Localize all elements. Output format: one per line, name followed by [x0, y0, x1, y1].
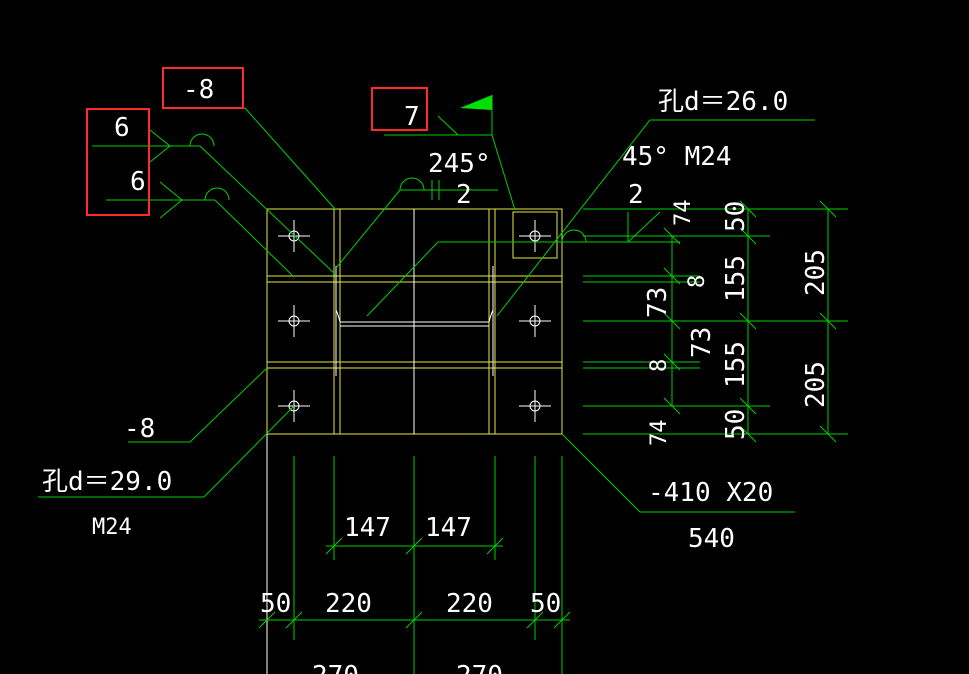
weld-flag [149, 129, 171, 163]
dim-bottom-147-left: 147 [344, 513, 391, 543]
leader-line [189, 367, 268, 443]
dim-right-205-bottom: 205 [801, 361, 831, 408]
weld-flag [437, 115, 459, 136]
weld-mark [627, 211, 661, 243]
dim-right-155-top: 155 [721, 255, 751, 302]
weld-size-6-bottom: 6 [130, 167, 146, 197]
plate-size-410x20: -410 X20 [648, 478, 773, 508]
highlight-weld-7 [371, 87, 428, 131]
bolt-hole [519, 390, 551, 422]
leader-line [244, 107, 337, 211]
dim-right-74-bottom: 74 [647, 420, 672, 447]
weld-size-6-top: 6 [114, 113, 130, 143]
dim-bottom-220-right: 220 [446, 589, 493, 619]
weld-circle [399, 177, 425, 191]
dim-right-50-top: 50 [721, 201, 751, 232]
highlight-weld-6 [86, 108, 150, 216]
dim-right-8-bottom: 8 [647, 359, 672, 372]
weld-size-2-mid: 2 [456, 180, 472, 210]
field-weld-flag [460, 95, 492, 110]
bolt-hole [278, 220, 310, 252]
weld-leader [214, 199, 293, 276]
dim-bottom-270-right: 270 [456, 661, 503, 674]
bolt-size-left: M24 [92, 515, 132, 540]
dim-right-8-top: 8 [685, 275, 710, 288]
bolt-hole [519, 220, 551, 252]
column-section [266, 209, 494, 674]
weld-leader [366, 241, 439, 317]
dim-bottom-220-left: 220 [325, 589, 372, 619]
weld-size-2-right: 2 [628, 180, 644, 210]
bolt-hole [519, 305, 551, 337]
dim-bottom-270-left: 270 [312, 661, 359, 674]
weld-leader [199, 145, 337, 276]
dim-right-74-top: 74 [671, 200, 696, 227]
small-rib-plate [512, 211, 558, 259]
annotations: 6 6 -8 7 245° 2 孔d＝26.0 45° M24 2 -8 孔d＝… [42, 75, 831, 674]
weld-leader [491, 134, 516, 211]
dim-right-205-top: 205 [801, 249, 831, 296]
weld-leader [335, 189, 401, 269]
angle-45-bolt: 45° M24 [622, 142, 732, 172]
dim-right-50-bottom: 50 [721, 409, 751, 440]
hole-diameter-26: 孔d＝26.0 [658, 87, 788, 117]
bottom-dimensions [258, 456, 571, 674]
weld-circle [189, 133, 215, 147]
dim-bottom-50-left: 50 [260, 589, 291, 619]
dim-right-73-bottom: 73 [687, 327, 717, 358]
bolt-hole [278, 305, 310, 337]
dim-bottom-147-right: 147 [425, 513, 472, 543]
weld-flag [159, 181, 183, 219]
plate-length-540: 540 [688, 524, 735, 554]
plate-thickness-left: -8 [124, 414, 155, 444]
dim-right-155-bottom: 155 [721, 341, 751, 388]
weld-angle-245: 245° [428, 149, 491, 179]
leader-line [561, 433, 641, 513]
weld-size-7: 7 [404, 102, 420, 132]
plate-thickness-top: -8 [183, 75, 214, 105]
leader-line [203, 405, 295, 498]
highlight-minus8 [162, 67, 244, 109]
web-left [335, 309, 341, 376]
dim-right-73-top: 73 [643, 287, 673, 318]
web-right [488, 309, 494, 376]
weld-circle [561, 229, 587, 243]
bolt-holes [278, 220, 551, 422]
right-dimensions [583, 200, 848, 443]
leader-line [496, 119, 651, 317]
weld-circle [204, 187, 230, 201]
hole-diameter-29: 孔d＝29.0 [42, 467, 172, 497]
highlights [86, 67, 428, 216]
dim-bottom-50-right: 50 [530, 589, 561, 619]
